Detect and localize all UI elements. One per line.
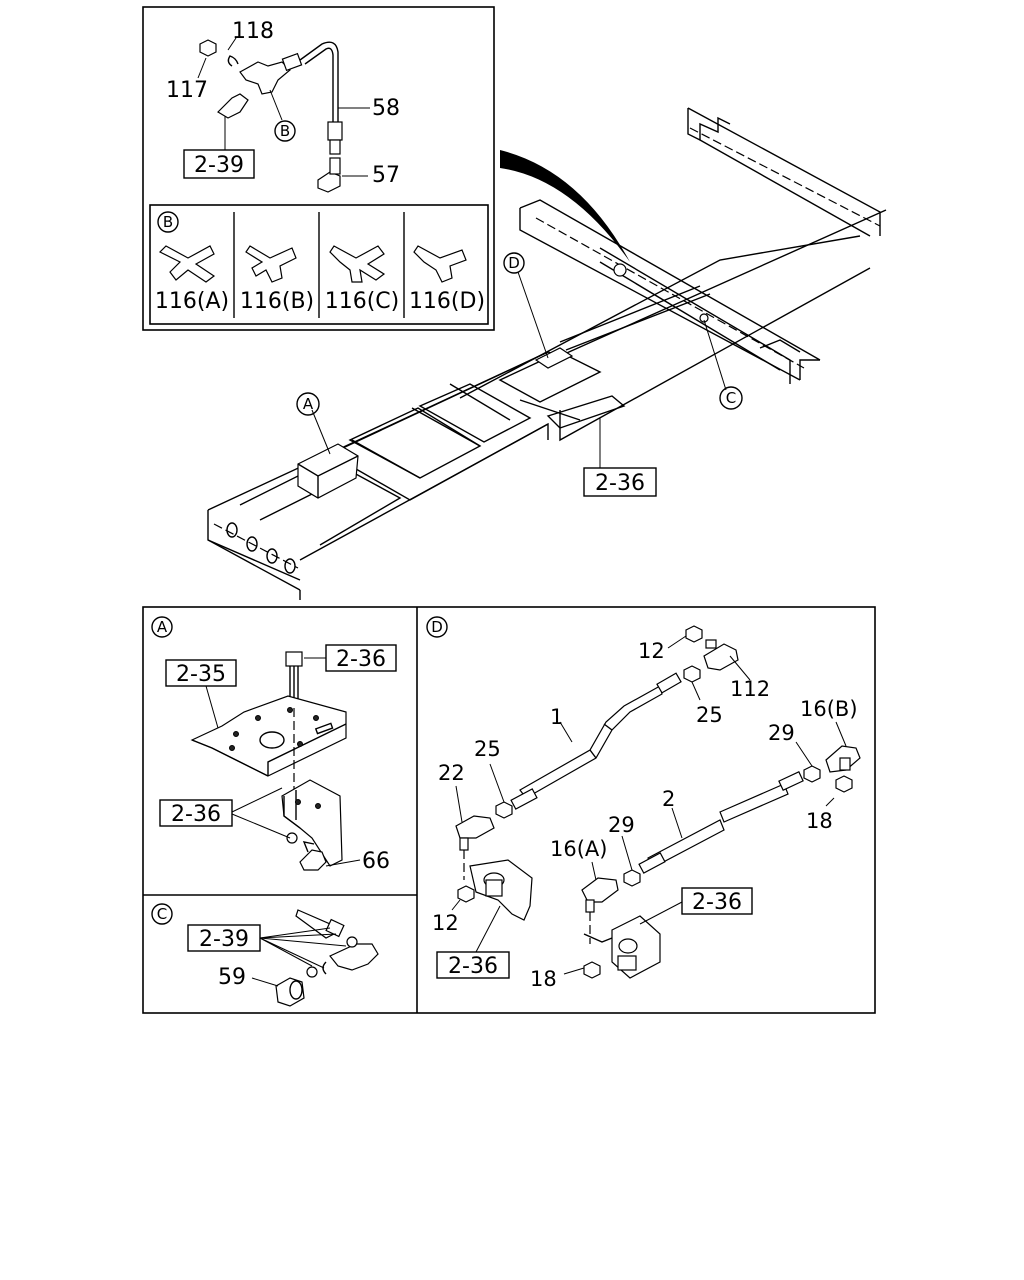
nut-29-left: [623, 869, 641, 887]
label-112: 112: [730, 677, 770, 701]
ref-box-2-39-top: [183, 149, 255, 179]
label-1: 1: [550, 705, 563, 729]
label-16b: 16(B): [800, 697, 858, 721]
detail-a-circle-text: A: [157, 618, 168, 636]
pipe-flare-nut: [327, 121, 343, 141]
label-58: 58: [372, 96, 400, 121]
detail-d-circle-text: D: [431, 618, 443, 636]
label-116a: 116(A): [155, 289, 229, 314]
valve-c-on-frame: [699, 313, 709, 323]
callout-b-text: B: [280, 122, 290, 140]
label-2: 2: [662, 787, 675, 811]
joint-116b: [245, 245, 297, 283]
ref-box-bolt: [325, 644, 397, 672]
detail-b-circle: [157, 211, 179, 233]
ball-joint-16a: [581, 877, 619, 903]
detail-c-circle: [151, 903, 173, 925]
label-66: 66: [362, 849, 390, 874]
detail-d-panel: D 12 112 1 25 25 22: [426, 616, 861, 991]
detail-panels-frame: [142, 606, 876, 1014]
label-117: 117: [166, 78, 208, 103]
ref-2-36-bolt: 2-36: [336, 647, 386, 672]
label-116b: 116(B): [240, 289, 314, 314]
detail-d-circle: [426, 616, 448, 638]
ref-2-39-c: 2-39: [199, 927, 249, 952]
callout-d-main-text: D: [508, 254, 520, 272]
callout-b-circle: [274, 120, 296, 142]
ref-2-35: 2-35: [176, 662, 226, 687]
label-29-left: 29: [608, 813, 635, 837]
nut-12-top: [685, 625, 703, 643]
ref-box-d-left: [436, 951, 510, 979]
label-118: 118: [232, 19, 274, 44]
clip-66: [299, 849, 327, 871]
nut-117: [199, 39, 217, 57]
ref-2-39-top: 2-39: [194, 153, 244, 178]
callout-a-main: [296, 392, 320, 416]
callout-c-main-text: C: [726, 389, 736, 407]
inset-pointer: [500, 150, 630, 262]
label-57: 57: [372, 163, 400, 188]
inset-top-panel: 118 117 58 57 2-39 B B 116(A) 116(B) 116…: [142, 6, 495, 331]
nut-12-bottom: [457, 885, 475, 903]
ref-2-36-d-left: 2-36: [448, 954, 498, 979]
nut-18-right: [835, 775, 853, 793]
label-22: 22: [438, 761, 465, 785]
bracket-d-on-frame: [534, 347, 574, 369]
chassis-frame: A D C 2-36: [207, 107, 887, 600]
callout-a-main-text: A: [303, 395, 314, 413]
label-16a: 16(A): [550, 837, 607, 861]
joint-116c: [329, 245, 386, 283]
nut-18-bottom: [583, 961, 601, 979]
ref-2-36-d-right: 2-36: [692, 890, 742, 915]
label-12-top: 12: [638, 639, 665, 663]
joint-on-frame: [613, 263, 627, 277]
nut-29-right: [803, 765, 821, 783]
detail-a-panel: A 2-36 2-35 2-36: [151, 616, 397, 874]
label-25-left: 25: [474, 737, 501, 761]
label-29-right: 29: [768, 721, 795, 745]
valve-c: [329, 943, 379, 971]
ref-box-2-36-main: [583, 467, 657, 497]
ref-2-36-bolts: 2-36: [171, 802, 221, 827]
detail-a-circle: [151, 616, 173, 638]
label-59: 59: [218, 965, 246, 990]
label-116c: 116(C): [325, 289, 400, 314]
clip-118: [227, 55, 239, 67]
detail-c-panel: C 2-39 59: [151, 903, 379, 1007]
bolt-c: [295, 909, 335, 939]
ball-joint-112: [703, 643, 739, 671]
label-18-right: 18: [806, 809, 833, 833]
brake-pipe-58: [299, 41, 339, 122]
nut-25-left: [495, 801, 513, 819]
callout-d-main: [503, 252, 525, 274]
ref-box-2-35: [165, 659, 237, 687]
label-25-right: 25: [696, 703, 723, 727]
detail-b-circle-text: B: [163, 213, 173, 231]
label-12-bottom: 12: [432, 911, 459, 935]
detail-c-circle-text: C: [157, 905, 167, 923]
union-57: [317, 171, 341, 193]
bolt-head: [285, 651, 303, 667]
label-18-bottom: 18: [530, 967, 557, 991]
banjo-bolt: [217, 93, 249, 119]
three-way-joint: [239, 61, 291, 95]
ref-box-bolts: [159, 799, 233, 827]
label-116d: 116(D): [409, 289, 485, 314]
callout-c-main: [719, 386, 743, 410]
nut-25-right: [683, 665, 701, 683]
joint-116d: [413, 245, 467, 283]
ref-box-d-right: [681, 887, 753, 915]
bracket-washer: [286, 832, 298, 844]
ref-2-36-main: 2-36: [595, 471, 645, 496]
rod-1: [519, 685, 663, 799]
joint-116a: [158, 245, 216, 283]
washer-c: [306, 966, 318, 978]
